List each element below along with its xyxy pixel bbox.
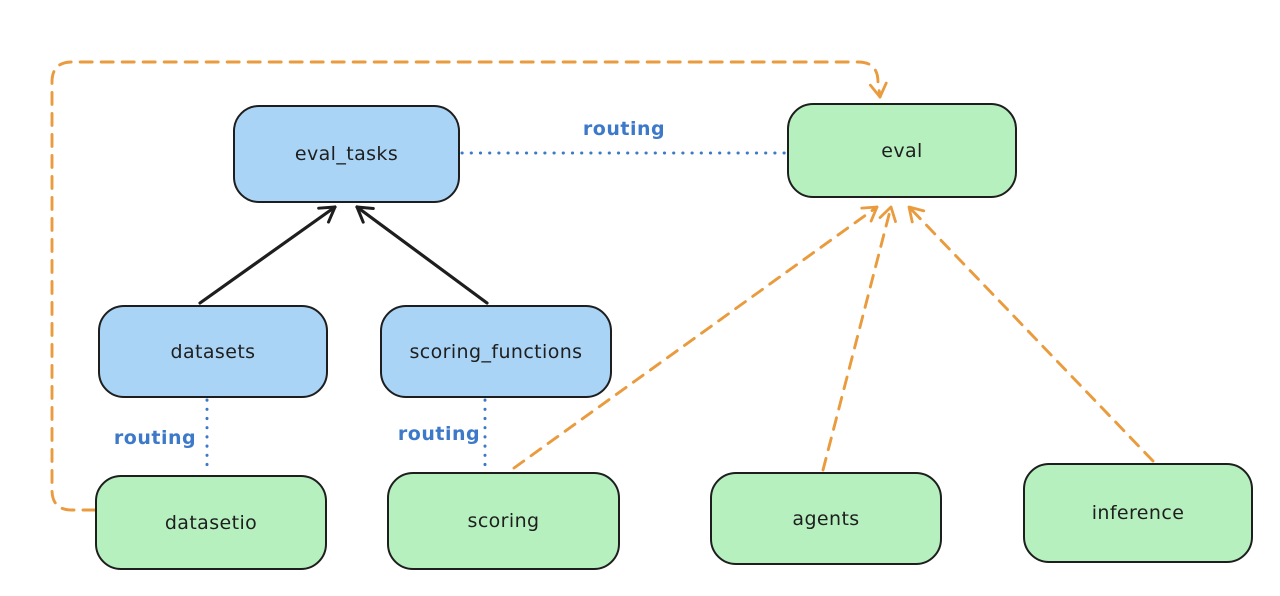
- node-inference: inference: [1023, 463, 1253, 563]
- node-eval-tasks: eval_tasks: [233, 105, 460, 203]
- node-agents: agents: [710, 472, 942, 565]
- node-datasetio-label: datasetio: [164, 511, 258, 534]
- node-datasetio: datasetio: [95, 475, 327, 570]
- node-eval: eval: [787, 103, 1017, 198]
- edge-scoring-functions-to-eval-tasks: [355, 205, 489, 305]
- routing-label-eval-tasks-eval: routing: [582, 118, 666, 140]
- node-scoring-label: scoring: [467, 510, 540, 532]
- node-eval-label: eval: [881, 139, 923, 162]
- node-datasets: datasets: [98, 305, 328, 398]
- node-scoring: scoring: [387, 472, 620, 570]
- node-agents-label: agents: [792, 507, 860, 530]
- edge-inference-to-eval: [907, 205, 1155, 463]
- edge-scoring-to-eval: [512, 205, 879, 470]
- node-eval-tasks-label: eval_tasks: [294, 143, 399, 165]
- node-scoring-functions-label: scoring_functions: [409, 340, 583, 363]
- node-scoring-functions: scoring_functions: [380, 305, 612, 398]
- routing-label-datasets-datasetio: routing: [113, 427, 197, 449]
- edge-agents-to-eval: [821, 205, 897, 472]
- edge-datasets-to-eval-tasks: [198, 205, 337, 305]
- node-datasets-label: datasets: [170, 340, 256, 363]
- routing-label-scoring-functions-scoring: routing: [397, 423, 481, 445]
- node-inference-label: inference: [1091, 502, 1185, 524]
